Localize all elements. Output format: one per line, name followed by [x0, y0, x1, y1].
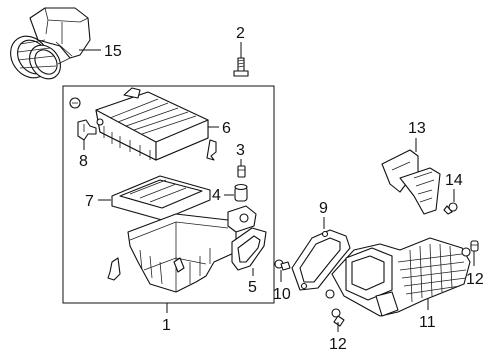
callout-4: 4: [212, 187, 221, 204]
part-11-inlet-duct: [325, 237, 471, 317]
callout-5: 5: [248, 279, 257, 296]
part-15-intake-connector: [10, 7, 91, 80]
callout-6: 6: [222, 120, 231, 137]
part-3-clip: [237, 165, 246, 178]
part-4-grommet: [234, 183, 248, 202]
callout-1: 1: [162, 317, 171, 334]
callout-14: 14: [445, 172, 463, 189]
part-2-bolt: [233, 57, 249, 77]
callout-11: 11: [419, 314, 436, 331]
callout-7: 7: [85, 193, 94, 210]
assembly-1-box: [62, 85, 275, 304]
screw-top-left: [69, 97, 81, 109]
clip-lower-left: [107, 257, 121, 281]
callout-8: 8: [79, 153, 88, 170]
callout-9: 9: [319, 200, 328, 217]
part-12-clip-lower: [331, 308, 345, 327]
part-6-upper-cover: [95, 87, 209, 161]
part-7-air-filter: [111, 175, 211, 221]
callout-15: 15: [104, 43, 122, 60]
part-12-clip-right: [470, 240, 479, 252]
clip-upper-right: [206, 139, 217, 161]
part-14-push-clip: [443, 202, 458, 215]
part-5-seal: [231, 227, 267, 271]
callout-13: 13: [408, 120, 426, 137]
part-13-air-guide: [381, 149, 441, 215]
part-8-sensor: [77, 119, 97, 141]
part-9-adapter: [291, 229, 351, 291]
callout-2: 2: [236, 25, 245, 42]
lower-housing: [127, 205, 257, 293]
callout-10: 10: [273, 286, 291, 303]
callout-3: 3: [236, 142, 245, 159]
callout-12-lower: 12: [329, 336, 347, 353]
part-10-push-clip: [274, 259, 291, 271]
callout-12-right: 12: [466, 271, 484, 288]
